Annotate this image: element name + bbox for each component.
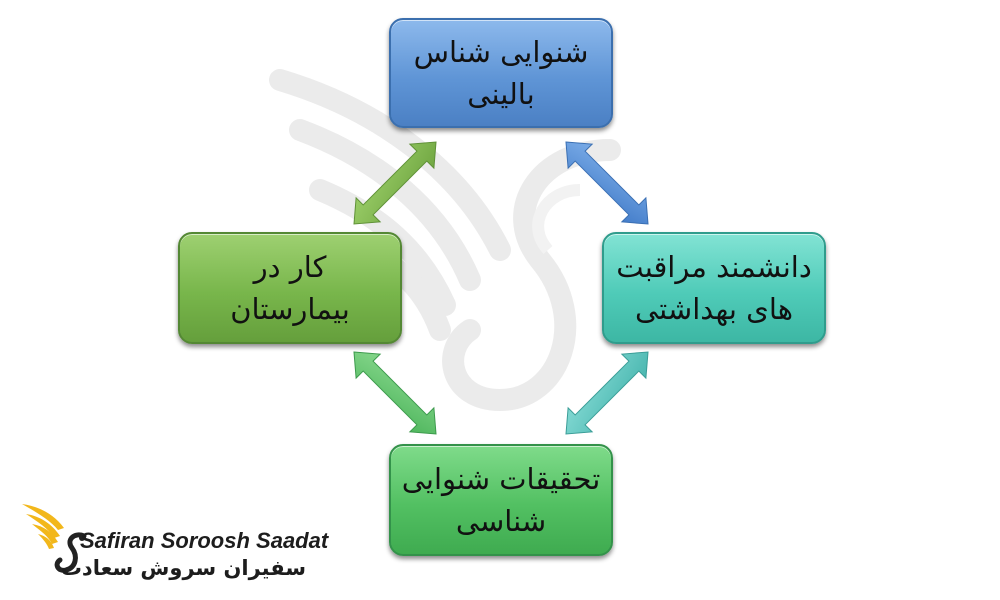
arrow-top-right xyxy=(565,141,649,225)
company-logo: Safiran Soroosh Saadat سفیران سروش سعادت xyxy=(18,494,329,594)
logo-name-persian: سفیران سروش سعادت xyxy=(60,556,306,580)
arrow-top-left xyxy=(353,141,437,225)
node-hospital-work: کار در بیمارستان xyxy=(178,232,402,344)
wing-swan-logo-icon xyxy=(22,504,87,573)
node-label: شنوایی شناس بالینی xyxy=(413,34,589,111)
node-label: دانشمند مراقبت های بهداشتی xyxy=(616,249,812,326)
arrow-bottom-left xyxy=(353,351,437,435)
node-label: تحقیقات شنوایی شناسی xyxy=(401,461,601,538)
node-clinical-audiologist: شنوایی شناس بالینی xyxy=(389,18,613,128)
node-label: کار در بیمارستان xyxy=(230,249,350,326)
logo-name-latin: Safiran Soroosh Saadat xyxy=(80,528,329,553)
node-health-care-scientist: دانشمند مراقبت های بهداشتی xyxy=(602,232,826,344)
node-audiology-research: تحقیقات شنوایی شناسی xyxy=(389,444,613,556)
arrow-bottom-right xyxy=(565,351,649,435)
